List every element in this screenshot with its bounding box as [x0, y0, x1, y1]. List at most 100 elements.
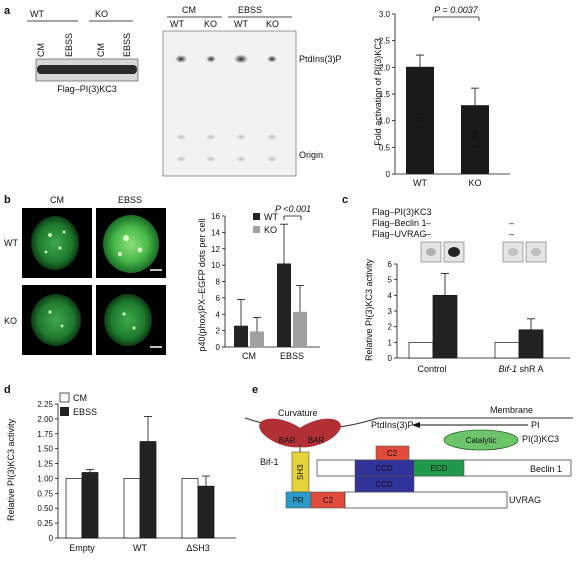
panel-label-d: d [4, 384, 11, 396]
wb-group-wt: WT [30, 9, 44, 19]
chart-c-bar [494, 341, 520, 359]
chart-b-bar [293, 311, 307, 347]
diagram-substrate: PI [531, 420, 540, 430]
chart-d-tick-label: 0.50 [37, 504, 53, 513]
diagram-sh3: SH3 [296, 464, 305, 480]
model-diagram: Curvature Membrane PtdIns(3)P PI Catalyt… [244, 405, 573, 509]
panel-c-conditions: Flag–PI(3)KC3 Flag–Beclin 1 Flag–UVRAG –… [372, 207, 547, 263]
diagram-bar-right: BAR [308, 436, 325, 445]
chart-d-bar [81, 472, 99, 539]
chart-b-pvalue: P <0.001 [275, 204, 311, 214]
chart-c-tick-label: 6 [388, 260, 393, 269]
tlc-lane-4: KO [266, 19, 279, 29]
chart-b-tick-label: 6 [216, 294, 221, 303]
chart-a-tick-label: 2.0 [379, 63, 391, 72]
cond-beclin: Flag–Beclin 1 [372, 218, 427, 228]
wb-band [37, 65, 137, 74]
chart-c-bar [408, 341, 434, 359]
legend-d-ebss: EBSS [73, 407, 97, 417]
chart-c-tick-label: 1 [388, 338, 393, 347]
chart-d-tick-label: 1.50 [37, 445, 53, 454]
legend-d-swatch-ebss [60, 407, 69, 416]
western-blot: WT KO CM EBSS CM EBSS Flag–PI(3)KC3 [27, 9, 139, 94]
chart-d-bar [123, 478, 141, 539]
chart-d-tick-label: 2.00 [37, 415, 53, 424]
chart-d-xtick-label: ΔSH3 [186, 543, 210, 553]
ecd-domain [413, 459, 465, 477]
micro-row-wt: WT [4, 238, 18, 248]
chart-d-tick-label: 2.25 [37, 400, 53, 409]
panel-label-c: c [342, 194, 348, 206]
diagram-pr: PR [292, 496, 303, 505]
chart-b-tick-label: 4 [216, 310, 221, 319]
diagram-c2-kinase: C2 [387, 449, 398, 458]
chart-b-tick-label: 8 [216, 278, 221, 287]
chart-c-tick-label: 4 [388, 291, 393, 300]
tlc-plate: CM EBSS WT KO WT KO PtdIns(3)P Origin [162, 5, 342, 177]
chart-b-tick-label: 16 [211, 212, 220, 221]
chart-d-xtick-label: WT [133, 543, 147, 553]
panel-label-a: a [4, 5, 11, 17]
chart-c-ylabel: Relative PI(3)KC3 activity [364, 258, 374, 361]
tlc-lane-2: KO [204, 19, 217, 29]
chart-a-tick-label: 2.5 [379, 37, 391, 46]
legend-b-wt: WT [264, 212, 278, 222]
chart-b-xtick-label: EBSS [280, 351, 304, 361]
tlc-origin-label: Origin [299, 150, 323, 160]
chart-d-tick-label: 1.75 [37, 430, 53, 439]
chart-a-data-label: 1.29 [470, 131, 480, 149]
micro-col-cm: CM [50, 195, 64, 205]
wb-caption: Flag–PI(3)KC3 [57, 84, 117, 94]
microscopy-grid: CM EBSS WT KO [4, 195, 166, 355]
chart-a: Fold activation of PI(3)KC3 00.51.01.52.… [373, 5, 510, 188]
chart-b-tick-label: 10 [211, 261, 220, 270]
chart-a-data-label: 2.01 [415, 112, 425, 130]
cond-minus-3: – [509, 218, 514, 228]
chart-a-bar [406, 66, 434, 174]
chart-b-bar [234, 325, 248, 347]
chart-d-xtick-label: Empty [69, 543, 95, 553]
diagram-uvrag: UVRAG [509, 495, 541, 505]
cond-minus-2: – [426, 229, 431, 239]
chart-b-tick-label: 0 [216, 343, 221, 352]
diagram-ccd-uvrag: CCD [375, 480, 393, 489]
bar-domain-right [291, 418, 341, 448]
wb-group-ko: KO [95, 9, 108, 19]
chart-b-ylabel: p40(phox)PX–EGFP dots per cell [197, 219, 207, 352]
tlc-product-label: PtdIns(3)P [299, 54, 342, 64]
legend-d-cm: CM [73, 393, 87, 403]
tlc-group-ebss: EBSS [238, 5, 262, 15]
micro-col-ebss: EBSS [118, 195, 142, 205]
wb-lane-2: EBSS [64, 33, 74, 57]
diagram-kinase: PI(3)KC3 [522, 434, 559, 444]
legend-b-swatch-wt [253, 213, 260, 220]
chart-a-tick-label: 1.5 [379, 90, 391, 99]
cond-minus-4: – [509, 229, 514, 239]
chart-a-ylabel: Fold activation of PI(3)KC3 [373, 38, 383, 146]
chart-d-bar [197, 485, 215, 539]
diagram-catalytic: Catalytic [466, 436, 497, 445]
diagram-c2-uvrag: C2 [323, 496, 334, 505]
chart-c-tick-label: 0 [388, 354, 393, 363]
ccd-domain-uvrag [354, 475, 415, 493]
legend-b-swatch-ko [253, 226, 260, 233]
chart-a-pvalue: P = 0.0037 [434, 5, 478, 15]
diagram-ccd-beclin: CCD [375, 464, 393, 473]
chart-c-bar [518, 329, 544, 359]
legend-b-ko: KO [264, 225, 277, 235]
wb-lane-1: CM [36, 43, 46, 57]
chart-d-bar [139, 441, 157, 539]
tlc-lane-1: WT [170, 19, 184, 29]
panel-label-e: e [252, 384, 258, 396]
chart-b-bar [277, 263, 291, 347]
diagram-curvature: Curvature [278, 408, 318, 418]
tlc-group-cm: CM [182, 5, 196, 15]
panel-label-b: b [4, 194, 11, 206]
chart-a-bar [461, 105, 489, 174]
catalytic-domain [443, 429, 519, 451]
chart-d-tick-label: 1.25 [37, 460, 53, 469]
micro-row-ko: KO [4, 316, 17, 326]
chart-c-tick-label: 5 [388, 276, 393, 285]
